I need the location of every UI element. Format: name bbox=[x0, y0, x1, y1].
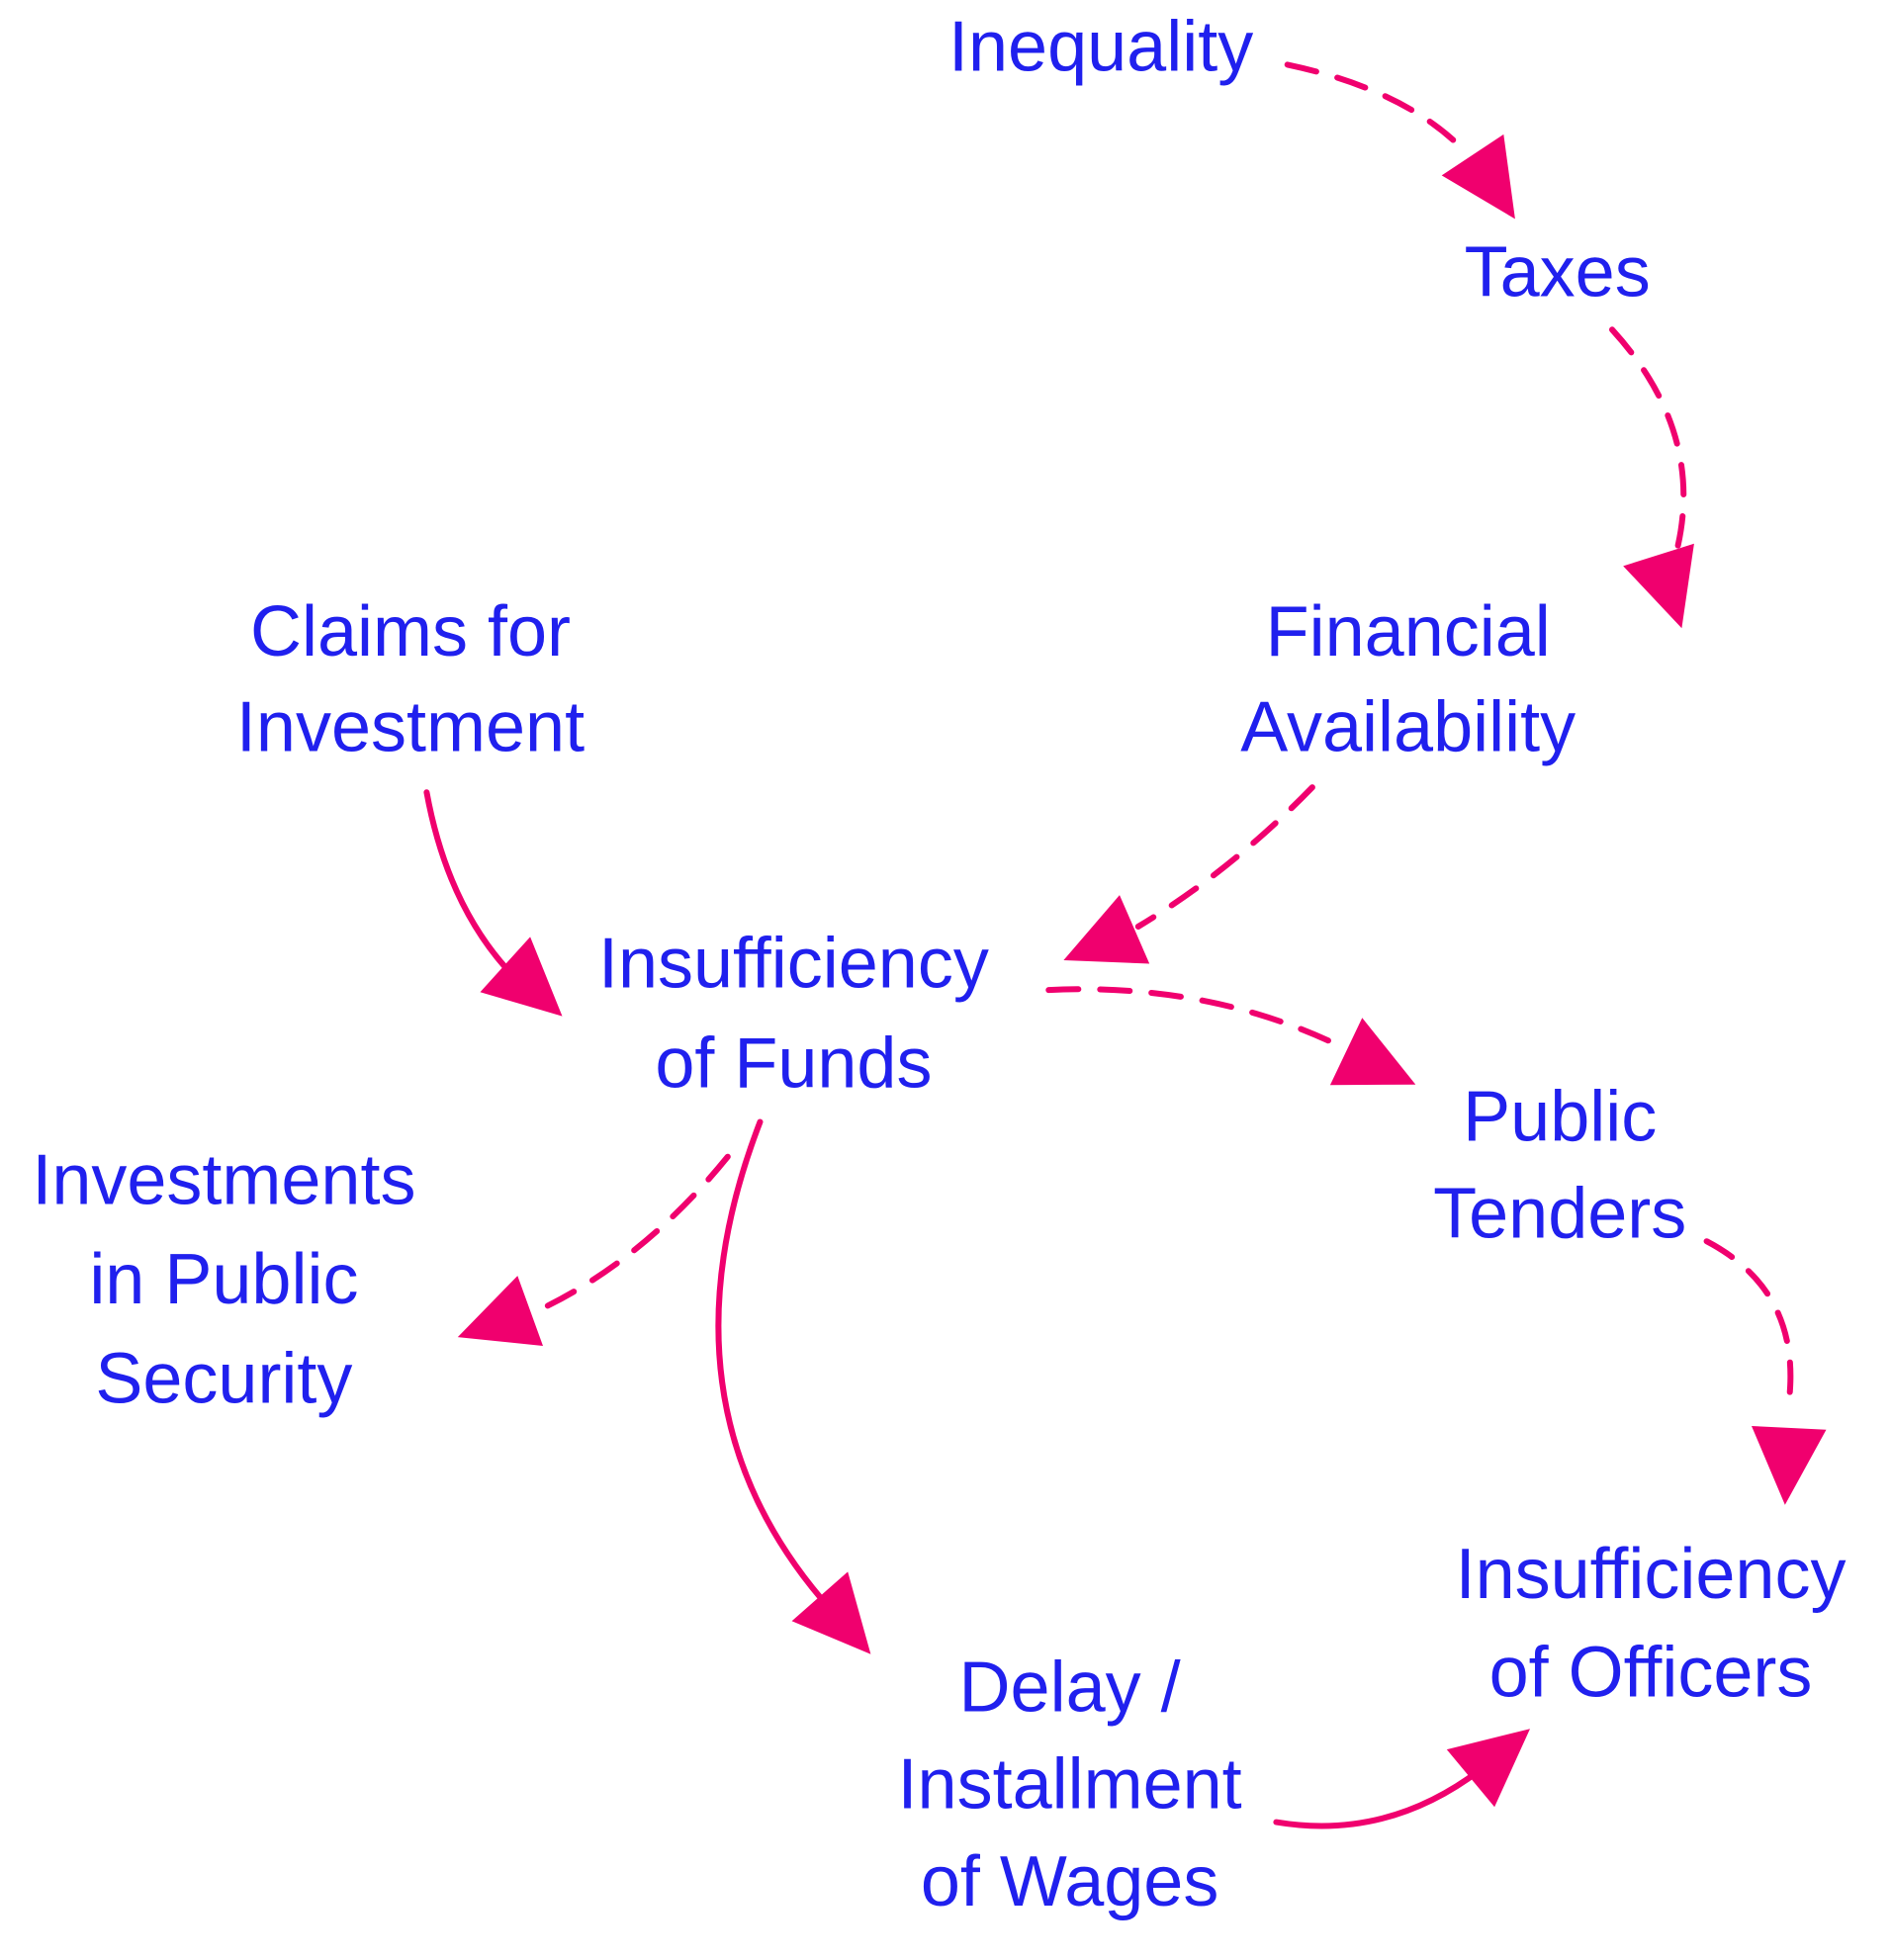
edge-claims-for-investment-to-insufficiency-of-funds bbox=[423, 789, 517, 980]
arrowhead-investments-in-public-security-5 bbox=[457, 1276, 543, 1346]
node-label-line: of Officers bbox=[1489, 1634, 1813, 1713]
arrowhead-insufficiency-of-funds-3 bbox=[480, 936, 563, 1017]
edge-insufficiency-of-funds-to-delay-installment-of-wages bbox=[715, 1118, 825, 1602]
node-label-line: Investments bbox=[32, 1141, 415, 1220]
node-label-line: Inequality bbox=[948, 8, 1253, 87]
arrowhead-taxes-0 bbox=[1441, 134, 1515, 220]
edge-insufficiency-of-funds-to-public-tenders bbox=[1045, 986, 1341, 1048]
edge-public-tenders-to-insufficiency-of-officers bbox=[1703, 1238, 1794, 1415]
node-label-line: Taxes bbox=[1465, 232, 1651, 312]
node-label-line: Public bbox=[1463, 1077, 1657, 1156]
arrowhead-delay-installment-of-wages-6 bbox=[791, 1571, 871, 1654]
node-label-line: of Funds bbox=[655, 1024, 932, 1103]
arrowhead-insufficiency-of-funds-2 bbox=[1063, 895, 1150, 964]
arrowhead-insufficiency-of-officers-8 bbox=[1446, 1729, 1530, 1808]
node-delay-installment-of-wages: Delay / Installment of Wages bbox=[898, 1648, 1242, 1921]
arrowheads-layer bbox=[457, 134, 1827, 1808]
edge-taxes-to-financial-availability bbox=[1609, 326, 1687, 576]
node-label-line: Insufficiency bbox=[598, 925, 989, 1004]
node-inequality: Inequality bbox=[948, 8, 1253, 87]
node-label-line: Tenders bbox=[1433, 1174, 1686, 1253]
node-label-line: Installment bbox=[898, 1745, 1242, 1825]
node-insufficiency-of-funds: Insufficiency of Funds bbox=[598, 925, 989, 1104]
node-label-line: of Wages bbox=[921, 1842, 1218, 1921]
node-label-line: Insufficiency bbox=[1456, 1535, 1847, 1614]
node-label-line: Security bbox=[95, 1340, 352, 1419]
node-label-line: Availability bbox=[1240, 688, 1576, 767]
edge-inequality-to-taxes bbox=[1284, 61, 1469, 155]
arrowhead-public-tenders-4 bbox=[1329, 1018, 1416, 1086]
node-label-line: Financial bbox=[1266, 592, 1551, 671]
node-insufficiency-of-officers: Insufficiency of Officers bbox=[1456, 1535, 1847, 1712]
node-taxes: Taxes bbox=[1465, 232, 1651, 312]
edge-insufficiency-of-funds-to-investments-in-public-security bbox=[544, 1153, 731, 1309]
arrowhead-financial-availability-1 bbox=[1623, 543, 1694, 629]
edges-layer bbox=[423, 61, 1794, 1829]
node-label-line: Investment bbox=[236, 688, 585, 767]
arrowhead-insufficiency-of-officers-7 bbox=[1752, 1426, 1827, 1505]
node-label-line: in Public bbox=[89, 1240, 358, 1319]
edge-financial-availability-to-insufficiency-of-funds bbox=[1134, 784, 1315, 930]
edge-delay-installment-of-wages-to-insufficiency-of-officers bbox=[1273, 1766, 1484, 1829]
node-label-line: Claims for bbox=[250, 592, 571, 671]
node-label-line: Delay / bbox=[959, 1648, 1181, 1728]
